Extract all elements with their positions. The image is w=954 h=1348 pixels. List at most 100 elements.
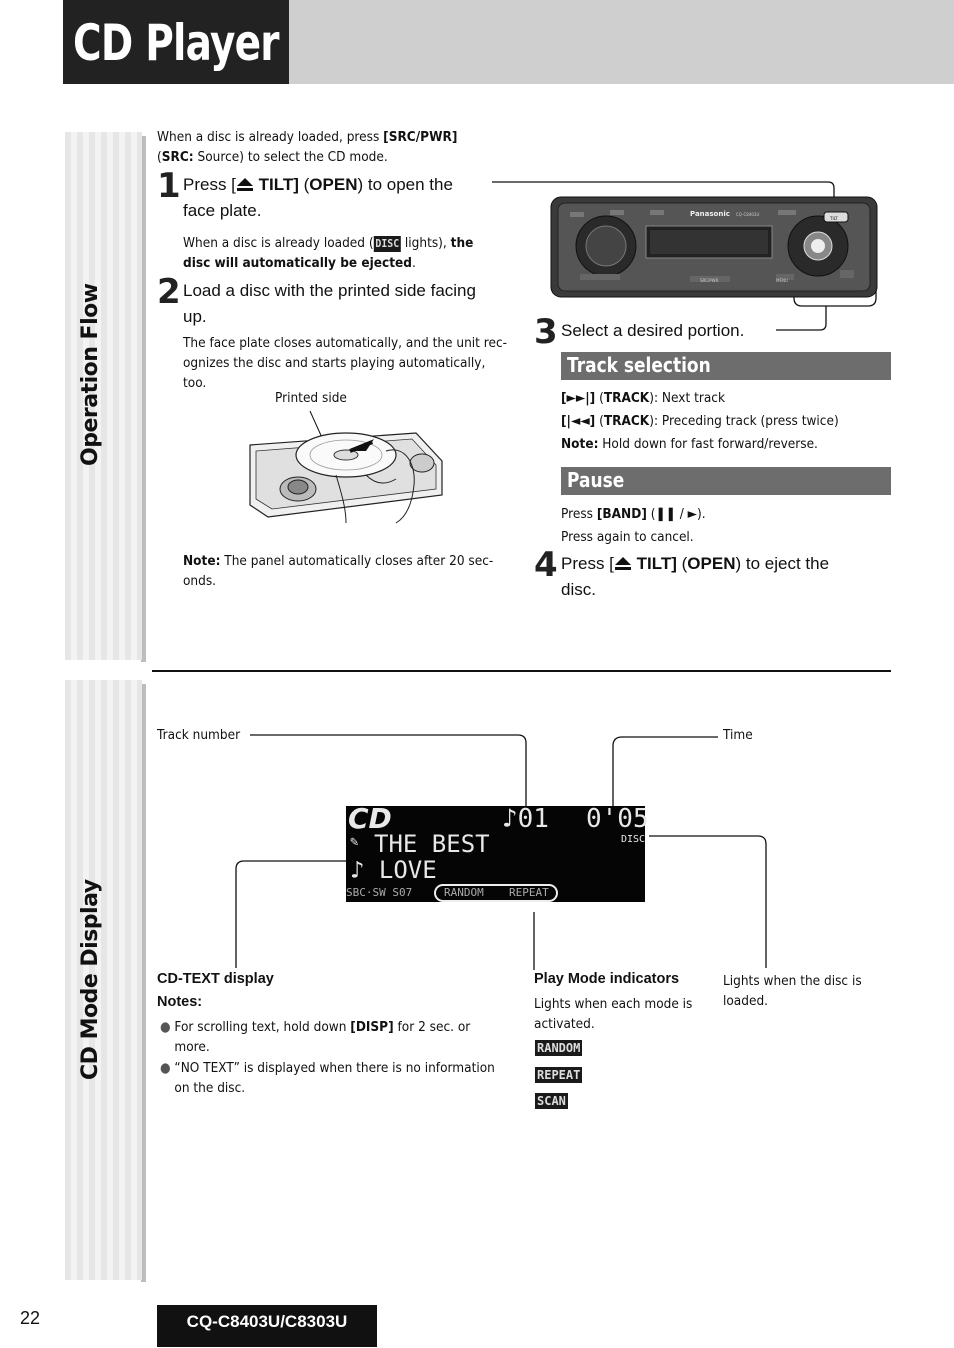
lcd-time: 0'05 (586, 804, 649, 834)
note2-line1: “NO TEXT” is displayed when there is no … (174, 1060, 495, 1076)
model-number: CQ-C8403U/C8303U (157, 1305, 377, 1347)
open-label: OPEN (309, 175, 358, 194)
intro-paren: ( (157, 149, 162, 165)
intro-text-2: Source) to select the CD mode. (193, 149, 388, 165)
tab-shadow (141, 136, 146, 662)
printed-side-label: Printed side (275, 390, 347, 406)
pause-pre: Press (561, 506, 597, 522)
scan-indicator-label: SCAN (535, 1093, 568, 1109)
lcd-random: RANDOM (444, 886, 484, 899)
play-mode-desc2: activated. (534, 1016, 595, 1032)
note-item: ● “NO TEXT” is displayed when there is n… (160, 1058, 511, 1098)
lcd-line2: ♪ LOVE (350, 856, 437, 884)
title-block (63, 0, 289, 84)
pause-heading: Pause (561, 467, 891, 495)
disc-desc: Lights when the disc is loaded. (723, 971, 903, 1011)
note-item: ● For scrolling text, hold down [DISP] f… (160, 1017, 511, 1057)
track-selection-body: [►►|] (TRACK): Next track [|◄◄] (TRACK):… (561, 387, 894, 456)
callout-lines-top (492, 181, 877, 331)
step-2-note-text: The panel automatically closes after 20 … (220, 553, 494, 569)
step-2-number: 2 (157, 272, 181, 312)
disc-indicator-badge: DISC (373, 236, 402, 252)
next-paren: ( (595, 390, 604, 406)
step-1-post: ) to open the (357, 175, 453, 194)
eject-icon (614, 552, 632, 570)
section-divider (152, 670, 891, 672)
step-4-number: 4 (534, 545, 558, 585)
device-src-button: SRC/PWR (700, 278, 719, 283)
repeat-indicator: REPEAT (535, 1066, 583, 1084)
lcd-display: CD ♪01 0'05 DISC ✎ THE BEST ♪ LOVE SBC·S… (346, 802, 649, 902)
cdtext-title: CD-TEXT display (157, 971, 274, 987)
step-2-desc: The face plate closes automatically, and… (183, 333, 516, 393)
step-1-note-bold2: disc will automatically be ejected (183, 255, 412, 271)
pause-body: Press [BAND] (❚❚ / ►). Press again to ca… (561, 503, 894, 549)
step-2-note: Note: The panel automatically closes aft… (183, 551, 516, 591)
sidebar-tab-operation-flow (65, 132, 142, 660)
step-1-note-mid: lights), (401, 235, 451, 251)
step-3-text: Select a desired portion. (561, 321, 745, 340)
bullet-icon: ● (160, 1060, 171, 1076)
next-track-label: TRACK (603, 390, 650, 406)
step-1-pre: Press [ (183, 175, 236, 194)
step-2-desc1: The face plate closes automatically, and… (183, 335, 508, 351)
prev-track-text: ): Preceding track (press twice) (649, 413, 839, 429)
lcd-line1: THE BEST (374, 830, 490, 858)
open-label: OPEN (687, 554, 736, 573)
prev-track-button-label: [|◄◄] (561, 413, 596, 429)
lcd-track-number: ♪01 (502, 804, 549, 834)
pause-title: Pause (567, 468, 625, 492)
track-number-label: Track number (157, 727, 241, 743)
pause-play-symbol: (❚❚ / ►). (646, 506, 706, 522)
leaf-icon: ✎ (350, 834, 359, 850)
track-selection-heading: Track selection (561, 352, 891, 380)
step-4-line2: disc. (561, 580, 596, 599)
disc-desc1: Lights when the disc is (723, 973, 862, 989)
src-label: SRC: (161, 149, 194, 165)
step-1-note: When a disc is already loaded (DISC ligh… (183, 233, 507, 273)
lcd-disc-indicator: DISC (621, 834, 646, 845)
page-title: CD Player (73, 14, 280, 72)
play-mode-desc1: Lights when each mode is (534, 996, 693, 1012)
device-model: CQ-C8403U (736, 212, 759, 217)
random-indicator-label: RANDOM (535, 1040, 583, 1056)
step-1-note-end: . (411, 255, 416, 271)
track-note-text: Hold down for fast forward/reverse. (598, 436, 818, 452)
callout-lines-display (235, 734, 767, 970)
disc-loading-illustration (249, 410, 443, 524)
note1-line2: more. (174, 1039, 210, 1055)
disc-desc2: loaded. (723, 993, 769, 1009)
bullet-icon: ● (160, 1019, 171, 1035)
note2-line2: on the disc. (174, 1080, 246, 1096)
pause-cancel-text: Press again to cancel. (561, 529, 694, 545)
step-2-desc2: ognizes the disc and starts playing auto… (183, 355, 486, 371)
step-1-mid: ( (298, 175, 310, 194)
next-track-text: ): Next track (649, 390, 726, 406)
prev-track-label: TRACK (603, 413, 650, 429)
step-1-note-bold1: the (450, 235, 474, 251)
tilt-label: TILT] (631, 554, 677, 573)
device-brand: Panasonic (690, 210, 730, 218)
lcd-repeat: REPEAT (509, 886, 549, 899)
play-mode-title: Play Mode indicators (534, 971, 680, 987)
device-menu-button: MENU (776, 278, 788, 283)
step-4-mid: ( (676, 554, 688, 573)
notes-title: Notes: (157, 994, 203, 1010)
step-4-pre: Press [ (561, 554, 614, 573)
repeat-indicator-label: REPEAT (535, 1067, 583, 1083)
time-label: Time (723, 727, 753, 743)
step-1-number: 1 (157, 166, 181, 206)
step-2-desc3: too. (183, 375, 207, 391)
scan-indicator: SCAN (535, 1092, 568, 1110)
disp-button-label: [DISP] (350, 1019, 394, 1035)
intro-text-1: When a disc is already loaded, press (157, 129, 384, 145)
notes-list: ● For scrolling text, hold down [DISP] f… (160, 1017, 511, 1098)
random-indicator: RANDOM (535, 1039, 583, 1057)
step-2-note-text2: onds. (183, 573, 217, 589)
src-pwr-button-label: [SRC/PWR] (383, 129, 458, 145)
step-2-text: Load a disc with the printed side facing… (183, 278, 523, 330)
step-4-text: Press [ TILT] (OPEN) to eject the disc. (561, 551, 891, 603)
step-2-line1: Load a disc with the printed side facing (183, 281, 476, 300)
band-button-label: [BAND] (596, 506, 647, 522)
car-stereo-illustration: Panasonic CQ-C8403U SRC/PWR MENU TILT (550, 196, 878, 298)
